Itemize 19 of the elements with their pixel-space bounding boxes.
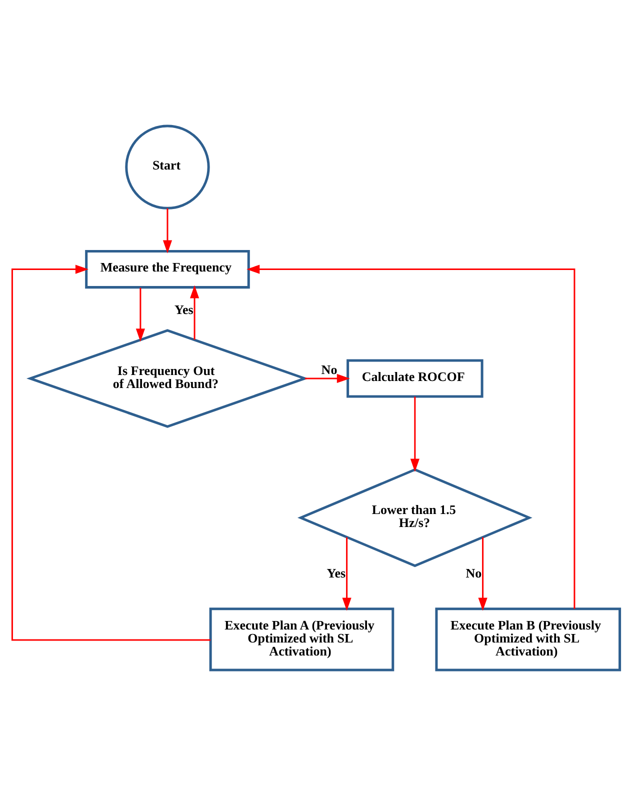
- arrow: [304, 373, 350, 383]
- node-box: Calculate ROCOF: [346, 358, 484, 398]
- edge-label: Yes: [174, 301, 194, 316]
- edge-label: Yes: [326, 564, 346, 580]
- arrow: [11, 264, 211, 640]
- edge-label: No: [466, 564, 482, 580]
- arrow: [342, 536, 352, 610]
- node-circle: Start: [125, 124, 210, 209]
- arrow: [246, 264, 576, 608]
- arrow: [190, 284, 200, 340]
- node-box: Execute Plan B (Previously Optimized with SL Activation): [435, 607, 622, 671]
- arrow: [410, 396, 420, 472]
- arrow: [136, 287, 145, 342]
- node-diamond: Lower than 1.5 Hz/s?: [298, 468, 532, 567]
- arrow: [478, 536, 488, 610]
- node-box: Execute Plan A (Previously Optimized with SL Activation): [209, 607, 394, 671]
- edge-label: No: [321, 361, 338, 376]
- arrow: [162, 208, 172, 253]
- node-box: Measure the Frequency: [85, 250, 250, 288]
